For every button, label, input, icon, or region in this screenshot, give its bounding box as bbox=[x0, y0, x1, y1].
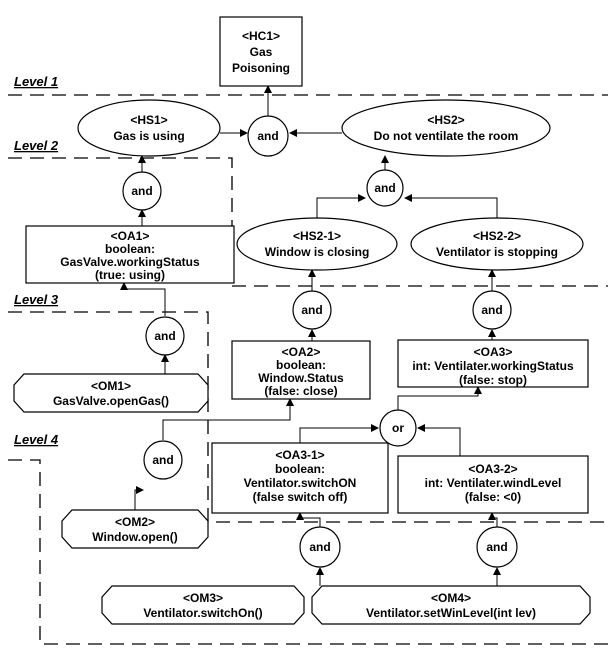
oa3-line-2: (false: stop) bbox=[459, 373, 527, 387]
hs1-label: Gas is using bbox=[113, 129, 184, 143]
node-oa3: <OA3> int: Ventilater.workingStatus (fal… bbox=[397, 339, 589, 388]
svg-text:or: or bbox=[392, 421, 404, 435]
level-2-boundary bbox=[8, 157, 608, 287]
oa3-2-line-2: (false: <0) bbox=[465, 490, 521, 504]
node-om3: <OM3> Ventilator.switchOn() bbox=[101, 585, 305, 625]
node-hc1: <HC1> Gas Poisoning bbox=[219, 16, 303, 87]
oa1-line-1: boolean: bbox=[105, 242, 155, 256]
om3-label: Ventilator.switchOn() bbox=[143, 606, 262, 620]
hc1-id: <HC1> bbox=[242, 29, 280, 43]
hs2-label: Do not ventilate the room bbox=[374, 129, 519, 143]
node-om4: <OM4> Ventilator.setWinLevel(int lev) bbox=[311, 585, 591, 625]
svg-text:and: and bbox=[481, 303, 502, 317]
oa3-1-line-1: boolean: bbox=[275, 462, 325, 476]
oa2-line-2: Window.Status bbox=[258, 371, 344, 385]
oa3-1-id: <OA3-1> bbox=[275, 448, 324, 462]
node-oa1: <OA1> boolean: GasValve.workingStatus (t… bbox=[25, 225, 235, 284]
and-node-om3: and bbox=[299, 526, 341, 568]
node-hs1: <HS1> Gas is using bbox=[77, 99, 221, 157]
and-node-hs2: and bbox=[366, 169, 404, 207]
and-node-oa1: and bbox=[122, 171, 162, 211]
node-om2: <OM2> Window.open() bbox=[61, 509, 209, 549]
hc1-line-1: Gas bbox=[250, 45, 273, 59]
oa1-line-3: (true: using) bbox=[95, 268, 165, 282]
svg-text:and: and bbox=[486, 540, 507, 554]
level-3-label: Level 3 bbox=[14, 292, 59, 307]
edge-oa3-1-to-or bbox=[299, 424, 379, 443]
svg-text:and: and bbox=[131, 184, 152, 198]
om4-label: Ventilator.setWinLevel(int lev) bbox=[366, 606, 536, 620]
node-hs2-2: <HS2-2> Ventilator is stopping bbox=[410, 217, 584, 271]
oa3-2-id: <OA3-2> bbox=[468, 462, 517, 476]
svg-text:and: and bbox=[374, 181, 395, 195]
edge-and-om2-to-oa2 bbox=[162, 398, 294, 440]
edge-om2-to-and-om2 bbox=[134, 486, 144, 510]
oa1-id: <OA1> bbox=[111, 229, 150, 243]
oa3-2-line-1: int: Ventilater.windLevel bbox=[425, 476, 562, 490]
hs1-id: <HS1> bbox=[130, 113, 167, 127]
edge-or-to-oa3 bbox=[397, 386, 482, 416]
and-node-om4: and bbox=[476, 526, 518, 568]
level-4-boundary bbox=[8, 459, 608, 645]
level-2-label: Level 2 bbox=[14, 138, 59, 153]
level-boundaries bbox=[8, 94, 608, 645]
hs2-1-id: <HS2-1> bbox=[293, 229, 341, 243]
oa2-line-3: (false: close) bbox=[264, 384, 337, 398]
edges bbox=[120, 85, 501, 586]
hs2-id: <HS2> bbox=[427, 113, 464, 127]
and-node-top: and bbox=[247, 115, 289, 157]
node-oa2: <OA2> boolean: Window.Status (false: clo… bbox=[231, 340, 371, 400]
level-3-boundary bbox=[8, 311, 608, 523]
svg-text:and: and bbox=[309, 540, 330, 554]
oa2-line-1: boolean: bbox=[276, 358, 326, 372]
node-hs2: <HS2> Do not ventilate the room bbox=[341, 99, 551, 157]
oa3-id: <OA3> bbox=[474, 345, 513, 359]
svg-text:and: and bbox=[257, 129, 278, 143]
oa2-id: <OA2> bbox=[282, 345, 321, 359]
om2-label: Window.open() bbox=[92, 530, 177, 544]
oa1-line-2: GasValve.workingStatus bbox=[60, 255, 200, 269]
edge-and-om4-to-oa3-2 bbox=[488, 512, 498, 527]
hs2-2-label: Ventilator is stopping bbox=[436, 245, 558, 259]
level-4-label: Level 4 bbox=[14, 432, 59, 447]
oa3-line-1: int: Ventilater.workingStatus bbox=[412, 359, 574, 373]
node-oa3-1: <OA3-1> boolean: Ventilator.switchON (fa… bbox=[211, 442, 389, 514]
om1-label: GasValve.openGas() bbox=[53, 394, 169, 408]
and-node-om1: and bbox=[145, 316, 185, 356]
om2-id: <OM2> bbox=[115, 515, 155, 529]
svg-text:and: and bbox=[154, 329, 175, 343]
node-hs2-1: <HS2-1> Window is closing bbox=[236, 217, 398, 271]
node-oa3-2: <OA3-2> int: Ventilater.windLevel (false… bbox=[397, 455, 589, 514]
and-node-oa2: and bbox=[292, 290, 332, 330]
edge-and-om3-to-oa3-1 bbox=[296, 512, 321, 527]
hs2-2-id: <HS2-2> bbox=[473, 229, 521, 243]
om3-id: <OM3> bbox=[183, 591, 223, 605]
hs2-1-label: Window is closing bbox=[265, 245, 370, 259]
om4-id: <OM4> bbox=[431, 591, 471, 605]
hc1-line-2: Poisoning bbox=[232, 61, 290, 75]
and-node-oa3: and bbox=[472, 290, 512, 330]
oa3-1-line-2: Ventilator.switchON bbox=[244, 476, 357, 490]
svg-text:and: and bbox=[301, 303, 322, 317]
or-node-oa3: or bbox=[379, 409, 417, 447]
level-1-label: Level 1 bbox=[14, 74, 58, 89]
and-node-om2: and bbox=[143, 440, 183, 480]
edge-oa3-2-to-or bbox=[417, 424, 461, 456]
om1-id: <OM1> bbox=[91, 379, 131, 393]
node-om1: <OM1> GasValve.openGas() bbox=[13, 373, 209, 413]
oa3-1-line-3: (false switch off) bbox=[253, 490, 348, 504]
edge-and-om1-to-oa1 bbox=[120, 282, 166, 316]
svg-text:and: and bbox=[152, 453, 173, 467]
